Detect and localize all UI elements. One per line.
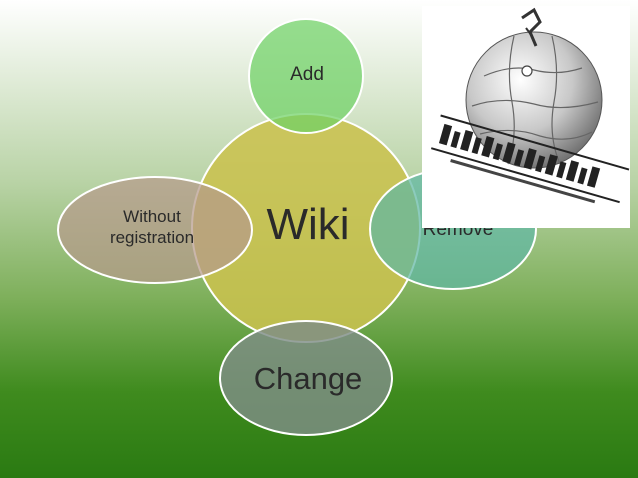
wikipedia-logo [422, 6, 630, 228]
wikipedia-wordmark-icon [430, 114, 630, 204]
change-ellipse [219, 320, 393, 436]
without-registration-ellipse [57, 176, 253, 284]
puzzle-globe-icon [465, 7, 603, 169]
add-circle [248, 18, 364, 134]
